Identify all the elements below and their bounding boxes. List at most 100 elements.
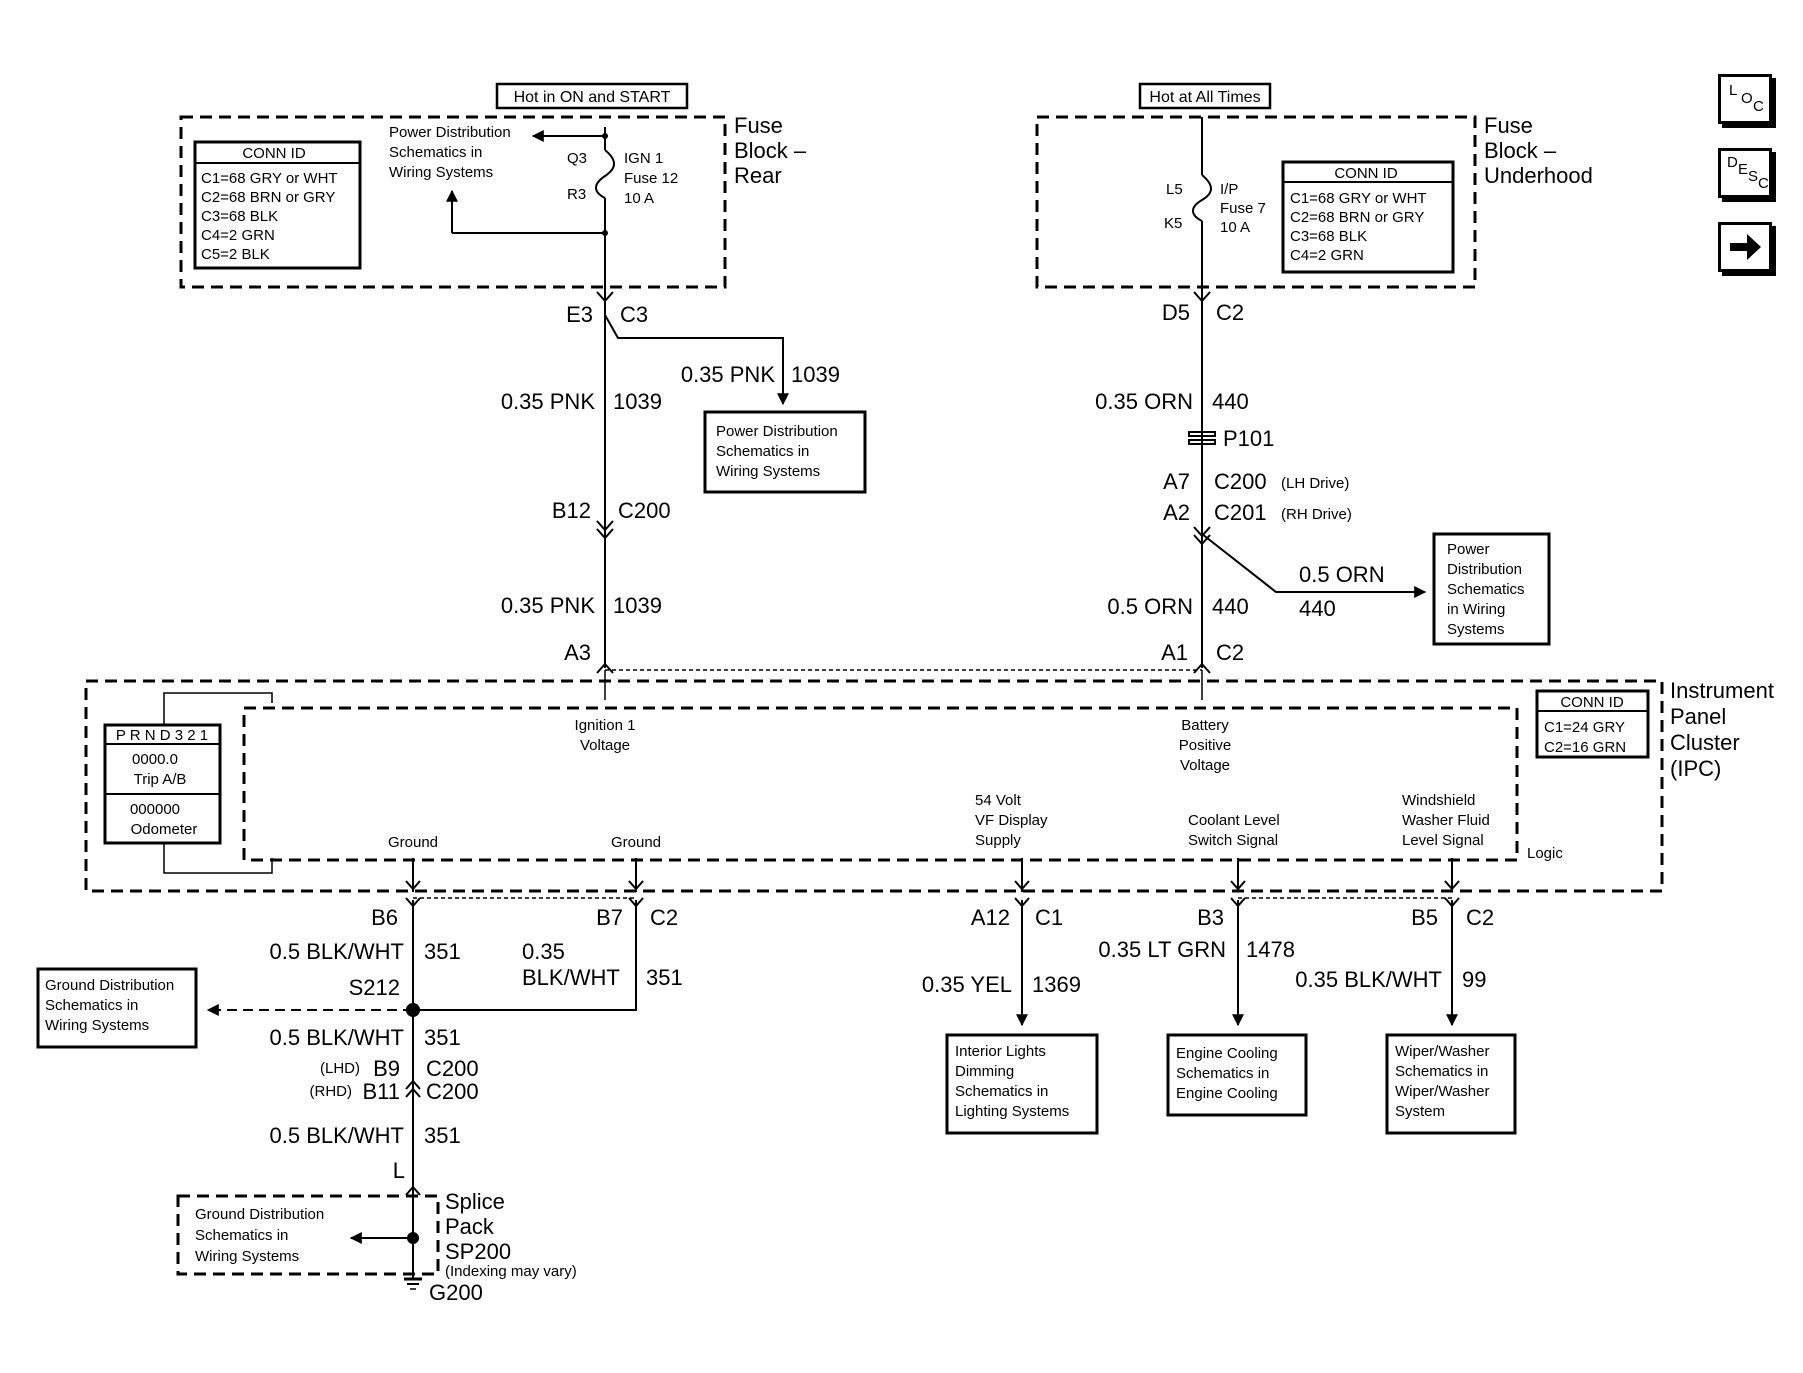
pin-b7: B7 <box>596 905 623 930</box>
fuse-label: 10 A <box>624 190 654 207</box>
ipc-pin-label: Voltage <box>1180 757 1230 774</box>
pin-l5: L5 <box>1166 181 1183 198</box>
wiper-washer-ref-box[interactable] <box>1385 1033 1517 1135</box>
ref-box-text: Interior Lights <box>955 1043 1046 1060</box>
pin-b3: B3 <box>1197 905 1224 930</box>
wire-color: BLK/WHT <box>522 965 620 990</box>
fuse-label: IGN 1 <box>624 150 663 167</box>
ipc-pin-label: 54 Volt <box>975 792 1022 809</box>
pin-l: L <box>393 1158 405 1183</box>
loc-letter: L <box>1729 82 1738 99</box>
ref-box-text: Wiring Systems <box>195 1248 299 1265</box>
pin-a1: A1 <box>1161 640 1188 665</box>
ground-distribution-ref-box[interactable] <box>36 967 198 1049</box>
right-arrow-icon <box>1730 234 1761 260</box>
ipc-pin-label: Battery <box>1181 717 1229 734</box>
pin-k5: K5 <box>1164 215 1182 232</box>
conn-id-line: C1=68 GRY or WHT <box>201 170 338 187</box>
ref-box-text: System <box>1395 1103 1445 1120</box>
connector-symbol <box>1193 662 1211 674</box>
circuit-number: 440 <box>1212 389 1249 414</box>
trip-value: 0000.0 <box>132 751 178 768</box>
ipc-pin-label: Voltage <box>580 737 630 754</box>
conn-id-line: C3=68 BLK <box>201 208 278 225</box>
pin-e3: E3 <box>566 302 593 327</box>
wire-color: 0.35 PNK <box>501 593 595 618</box>
pass-through-symbol <box>1188 431 1216 437</box>
fuse-block-underhood-title-2: Block – <box>1484 138 1557 163</box>
conn-id-line: C1=68 GRY or WHT <box>1290 190 1427 207</box>
circuit-number: 440 <box>1212 594 1249 619</box>
circuit-number: 1039 <box>613 593 662 618</box>
vf-display-circuit: A12 C1 0.35 YEL 1369 Interior Lights Dim… <box>922 897 1099 1135</box>
ipc-pin-label: Ground <box>388 834 438 851</box>
ref-box-text: Wiper/Washer <box>1395 1043 1489 1060</box>
coolant-circuit: B3 0.35 LT GRN 1478 Engine Cooling Schem… <box>1098 897 1452 1117</box>
next-button[interactable] <box>1718 222 1772 272</box>
pin-b5: B5 <box>1411 905 1438 930</box>
conn-id-line: C1=24 GRY <box>1544 719 1625 736</box>
loc-button[interactable]: L O C <box>1718 74 1772 124</box>
hot-label: Hot at All Times <box>1149 89 1260 106</box>
ref-box-text: Ground Distribution <box>45 977 174 994</box>
ipc-logic-outline <box>242 706 1519 862</box>
ref-box-text: Schematics in <box>1176 1065 1269 1082</box>
fuse-block-rear-outline <box>179 115 727 289</box>
ref-box-text: in Wiring <box>1447 601 1505 618</box>
conn-id-line: C2=68 BRN or GRY <box>1290 209 1424 226</box>
pin-a3: A3 <box>564 640 591 665</box>
ipc-pin-label: Switch Signal <box>1188 832 1278 849</box>
splice-pack-outline <box>176 1194 440 1276</box>
conn-id-line: C2=16 GRN <box>1544 739 1626 756</box>
conn-c3: C3 <box>620 302 648 327</box>
fuse-block-rear-title-1: Fuse <box>734 113 783 138</box>
pass-through-symbol <box>1188 439 1216 445</box>
pin-b12: B12 <box>552 498 591 523</box>
prnd-indicator: P R N D 3 2 1 <box>116 727 208 744</box>
circuit-number: 351 <box>424 1123 461 1148</box>
fuse-block-rear: Hot in ON and START Fuse Block – Rear CO… <box>179 82 807 289</box>
engine-cooling-ref-box[interactable] <box>1166 1033 1308 1117</box>
interior-lights-ref-box[interactable] <box>945 1033 1099 1135</box>
power-distribution-ref-box[interactable] <box>1432 532 1551 646</box>
conn-c200: C200 <box>618 498 671 523</box>
power-distribution-ref-box[interactable] <box>703 410 867 494</box>
conn-c2: C2 <box>1466 905 1494 930</box>
conn-id-line: C4=2 GRN <box>201 227 275 244</box>
ref-box-text: Schematics in <box>955 1083 1048 1100</box>
fuse-block-rear-title-2: Block – <box>734 138 807 163</box>
fuse-label: 10 A <box>1220 219 1250 236</box>
loc-letter: C <box>1753 98 1764 115</box>
rhd-label: (RHD) <box>310 1083 353 1100</box>
ref-box-text: Power Distribution <box>716 423 838 440</box>
pin-b11: B11 <box>362 1079 400 1104</box>
pin-a2: A2 <box>1163 500 1190 525</box>
branch-wire-color: 0.5 ORN <box>1299 562 1385 587</box>
pd-ref-text: Power Distribution <box>389 124 511 141</box>
ground-g200: G200 <box>429 1280 483 1305</box>
wire-color: 0.5 BLK/WHT <box>270 939 404 964</box>
ref-box-text: Ground Distribution <box>195 1206 324 1223</box>
fuse-label: I/P <box>1220 181 1238 198</box>
hot-label-box <box>1138 82 1272 110</box>
ipc-title: Panel <box>1670 704 1726 729</box>
ref-box-text: Power <box>1447 541 1490 558</box>
circuit-number: 351 <box>424 1025 461 1050</box>
splice-label: S212 <box>349 975 400 1000</box>
odometer-value: 000000 <box>130 801 180 818</box>
trip-label: Trip A/B <box>134 771 187 788</box>
ref-box-text: Wiper/Washer <box>1395 1083 1489 1100</box>
ref-box-text: Schematics in <box>716 443 809 460</box>
wire-color: 0.5 BLK/WHT <box>270 1123 404 1148</box>
ref-box-text: Schematics in <box>1395 1063 1488 1080</box>
wire-color: 0.35 YEL <box>922 972 1012 997</box>
hot-label-box <box>495 82 689 110</box>
conn-c1: C1 <box>1035 905 1063 930</box>
ground-circuit: B6 B7 C2 0.5 BLK/WHT 351 0.35 BLK/WHT 35… <box>36 897 683 1305</box>
ref-box-text: Engine Cooling <box>1176 1085 1278 1102</box>
loc-letter: O <box>1741 90 1753 107</box>
desc-button[interactable]: D E S C <box>1718 148 1772 198</box>
rh-drive: (RH Drive) <box>1281 506 1352 523</box>
connector-symbol <box>596 291 614 303</box>
